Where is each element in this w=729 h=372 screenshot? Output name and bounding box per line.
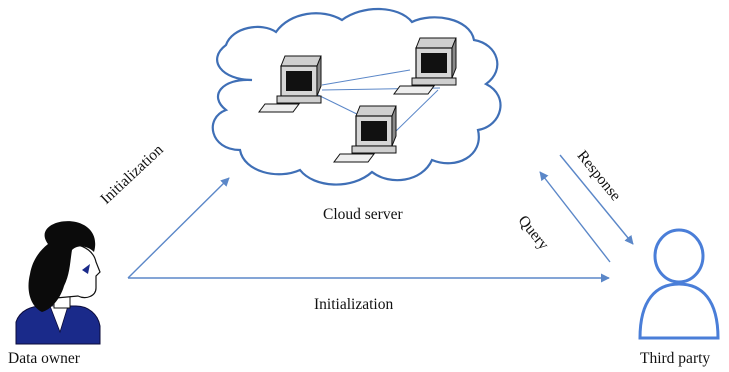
data-owner-label: Data owner <box>8 350 80 367</box>
third-party-label: Third party <box>640 350 711 367</box>
computer-icon <box>333 105 397 163</box>
cloud-server-label: Cloud server <box>323 206 403 223</box>
user-outline-icon <box>638 228 720 340</box>
arrow-response <box>559 154 634 245</box>
initialization-label-bottom: Initialization <box>314 296 394 313</box>
computer-icon <box>258 55 322 113</box>
arrow-query <box>539 171 611 263</box>
arrow-initialization-to-cloud <box>127 177 230 279</box>
computer-icon <box>393 37 457 95</box>
person-silhouette-icon <box>15 221 101 345</box>
arrows <box>127 154 634 283</box>
